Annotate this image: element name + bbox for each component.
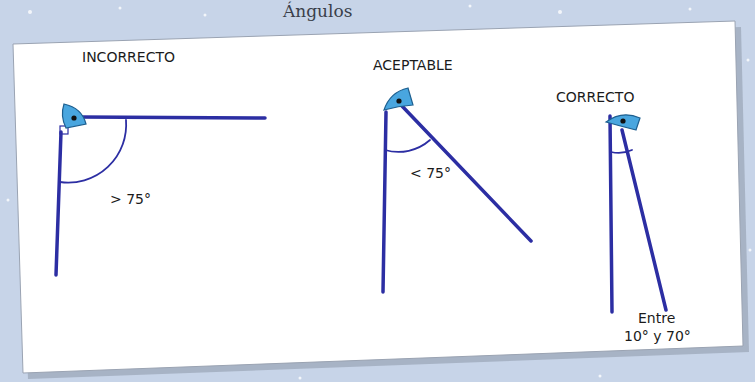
eye-3 xyxy=(606,115,640,130)
eye-2 xyxy=(384,88,413,110)
figure-label: ACEPTABLE xyxy=(373,58,453,73)
angle-label: < 75° xyxy=(410,166,451,181)
figure-acceptable xyxy=(383,106,531,292)
figure-label: CORRECTO xyxy=(556,90,634,105)
angle-range: 10° y 70° xyxy=(624,329,691,344)
figure-incorrect xyxy=(56,117,265,275)
angle-range: Entre xyxy=(638,311,675,326)
card xyxy=(13,21,743,373)
figure-label: INCORRECTO xyxy=(82,50,175,65)
page-title: Ángulos xyxy=(283,1,352,21)
figure-correct xyxy=(610,116,666,312)
eye-1 xyxy=(62,104,86,128)
stars xyxy=(7,5,752,380)
angle-label: > 75° xyxy=(110,192,151,207)
